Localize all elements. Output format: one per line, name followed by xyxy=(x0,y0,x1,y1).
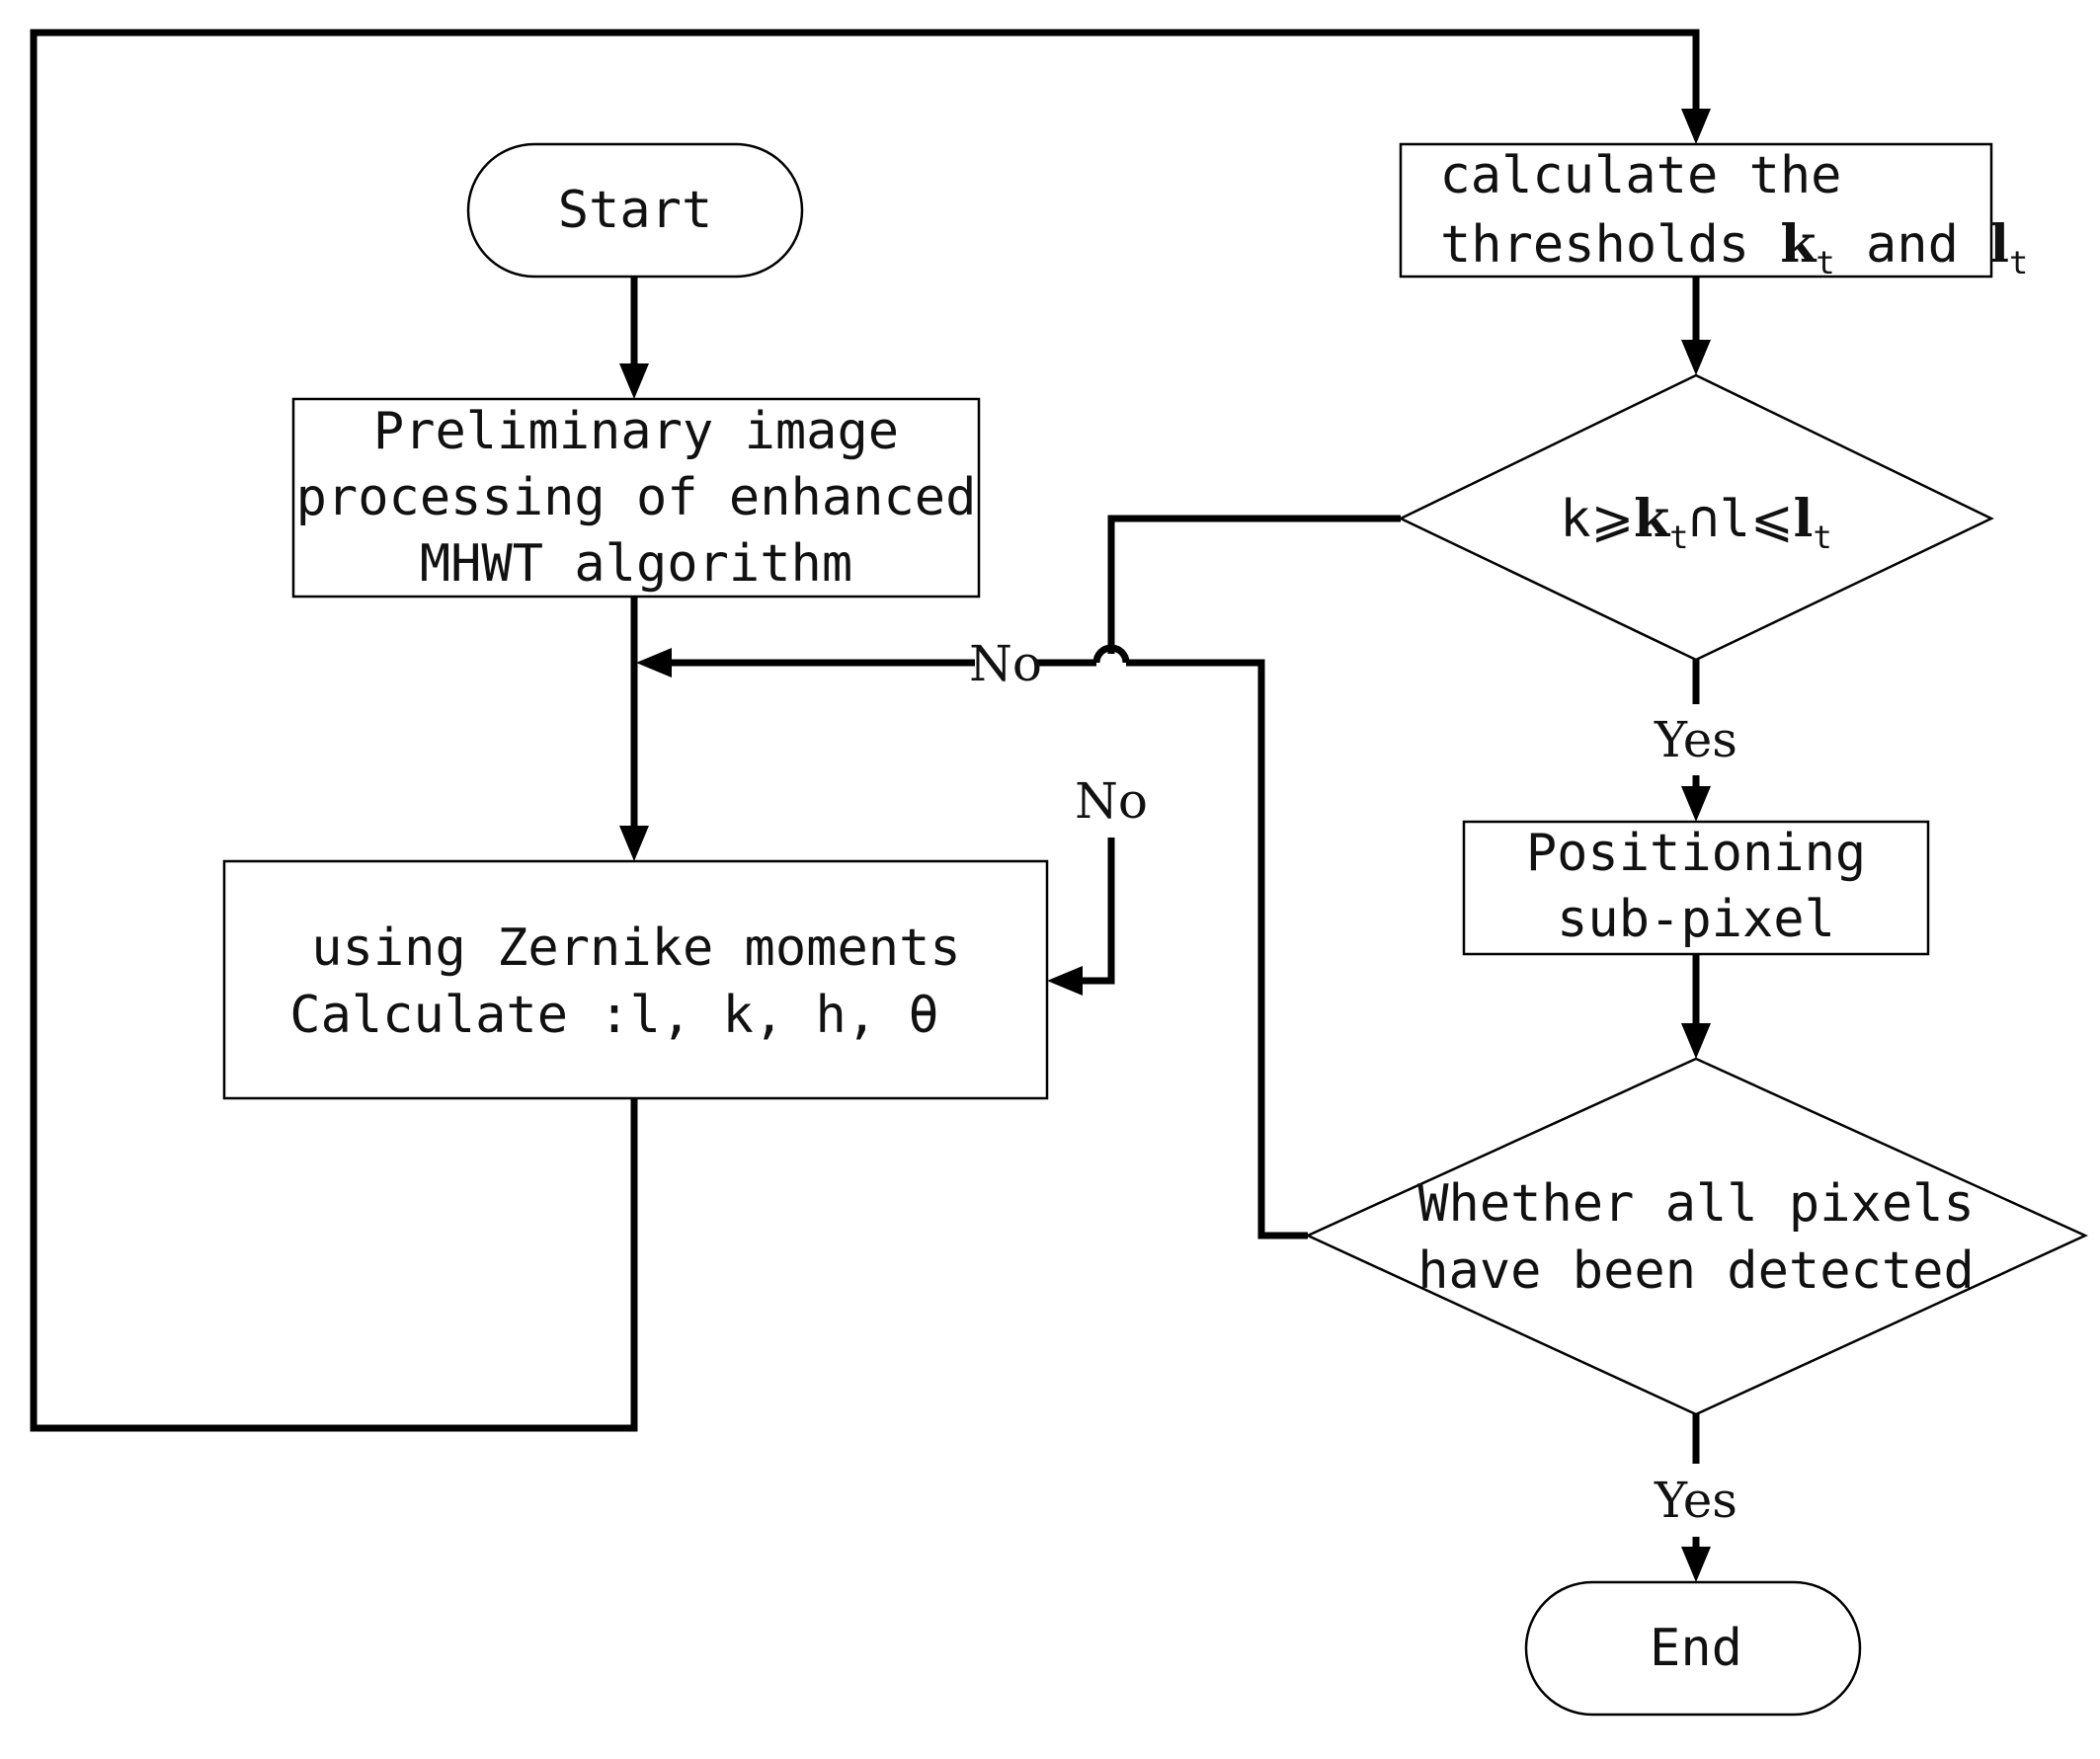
positioning-box xyxy=(1462,820,1930,956)
zernike-line-2: Calculate :l, k, h, θ xyxy=(289,986,938,1045)
label-no-allpixels: No xyxy=(969,635,1042,692)
condition-label: k⩾kt∩l⩽lt xyxy=(1560,489,1831,556)
edge-allpixels-no-right xyxy=(1126,659,1308,1239)
thresholds-l: l xyxy=(1989,214,2009,275)
arrowhead xyxy=(1681,786,1711,822)
end-terminal xyxy=(1524,1580,1862,1717)
arrowhead xyxy=(1681,109,1711,144)
edge-zernike-to-thresholds xyxy=(30,29,1700,1432)
cond-kt: k xyxy=(1634,489,1670,549)
edge-condition-no-upper xyxy=(1107,515,1401,654)
arrowhead xyxy=(1681,1547,1711,1582)
allpixels-line-1: Whether all pixels xyxy=(1417,1174,1975,1234)
preprocess-line-1: Preliminary image xyxy=(373,402,899,461)
cond-l: l xyxy=(1720,490,1750,549)
thresholds-box xyxy=(1399,142,1993,279)
end-label: End xyxy=(1650,1619,1742,1678)
allpixels-line-2: have been detected xyxy=(1417,1241,1975,1301)
positioning-line-1: Positioning xyxy=(1526,824,1866,883)
thresholds-kt-sub: t xyxy=(1816,244,1834,281)
thresholds-lt-sub: t xyxy=(2009,244,2028,281)
arrowhead xyxy=(1047,966,1083,996)
start-terminal xyxy=(466,142,804,279)
start-label: Start xyxy=(558,181,713,240)
cond-lt: l xyxy=(1794,489,1814,549)
cond-leq: ⩽ xyxy=(1750,490,1794,549)
thresholds-line-2: thresholds kt and lt xyxy=(1440,214,2028,281)
zernike-box xyxy=(222,859,1049,1100)
arrowhead xyxy=(619,363,649,399)
edge-condition-no-lower xyxy=(1081,838,1115,985)
preprocess-box xyxy=(291,397,981,599)
arrowhead xyxy=(636,648,672,678)
cond-kt-sub: t xyxy=(1669,519,1688,556)
arrowhead xyxy=(1681,1023,1711,1059)
label-yes-allpixels: Yes xyxy=(1654,1472,1737,1529)
thresholds-prefix: thresholds xyxy=(1440,215,1780,275)
arrowhead xyxy=(1681,340,1711,375)
edge-hop xyxy=(1092,644,1130,664)
zernike-line-1: using Zernike moments xyxy=(311,919,960,978)
preprocess-line-3: MHWT algorithm xyxy=(420,534,852,594)
cond-cap: ∩ xyxy=(1688,490,1719,549)
cond-k: k xyxy=(1560,490,1590,549)
cond-geq: ⩾ xyxy=(1591,490,1635,549)
allpixels-diamond xyxy=(1304,1057,2089,1416)
arrowhead xyxy=(619,826,649,861)
thresholds-and: and xyxy=(1835,215,1990,275)
label-yes-condition: Yes xyxy=(1654,711,1737,768)
condition-diamond xyxy=(1398,373,1994,662)
cond-lt-sub: t xyxy=(1813,519,1831,556)
positioning-line-2: sub-pixel xyxy=(1557,890,1835,949)
thresholds-k: k xyxy=(1780,214,1817,275)
thresholds-line-1: calculate the xyxy=(1440,146,1842,205)
preprocess-line-2: processing of enhanced xyxy=(296,468,977,527)
label-no-condition: No xyxy=(1075,772,1148,830)
